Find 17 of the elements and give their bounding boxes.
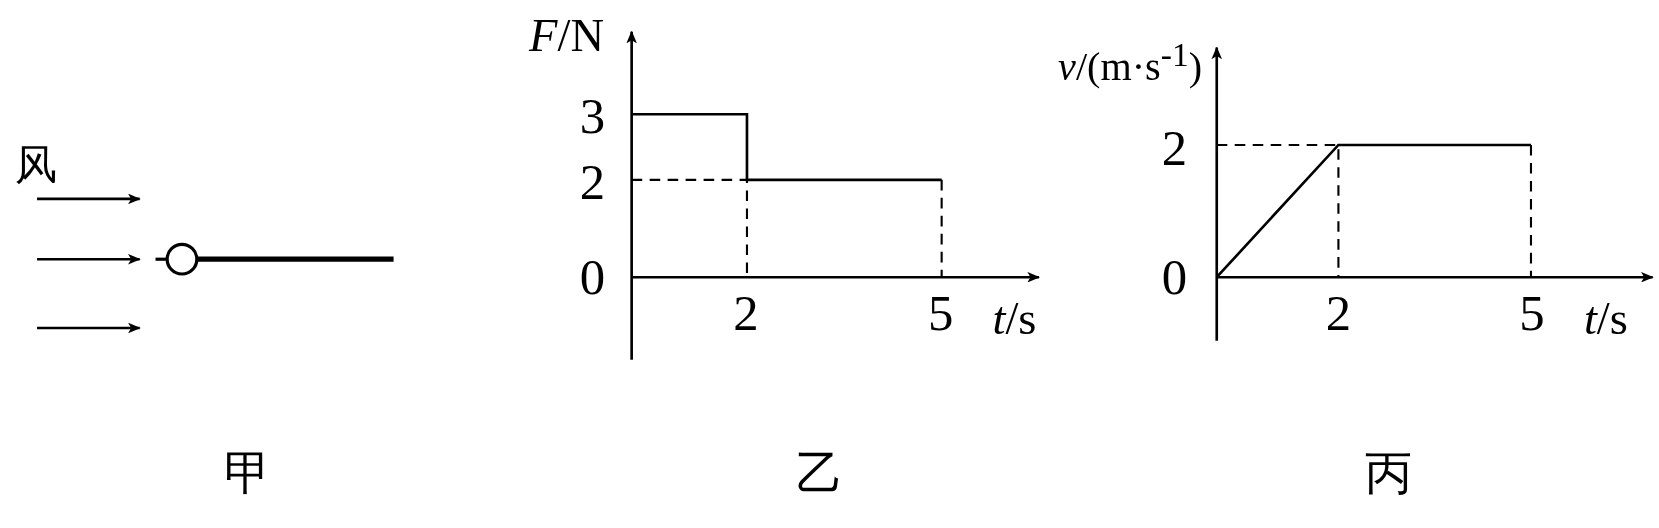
tick-label: 2 xyxy=(1325,287,1352,339)
tick-label: 0 xyxy=(579,251,606,303)
tick-label: 2 xyxy=(579,156,606,208)
tick-label: 2 xyxy=(733,287,759,339)
figure-label: 甲 xyxy=(224,450,271,498)
tick-label: 0 xyxy=(1161,251,1188,303)
tick-label: 5 xyxy=(927,287,954,339)
tick-label: 3 xyxy=(579,91,606,142)
axis-label: F/N xyxy=(529,12,604,60)
axis-label: t/s xyxy=(992,296,1037,343)
axis-label: t/s xyxy=(1583,296,1628,343)
tick-label: 2 xyxy=(1161,122,1188,174)
wind-label: 风 xyxy=(14,143,58,187)
figure-label: 丙 xyxy=(1364,450,1412,498)
tick-label: 5 xyxy=(1519,287,1545,339)
figure-label: 乙 xyxy=(795,450,843,498)
axis-label: v/(m·s$^{-1}$) xyxy=(1058,38,1203,87)
